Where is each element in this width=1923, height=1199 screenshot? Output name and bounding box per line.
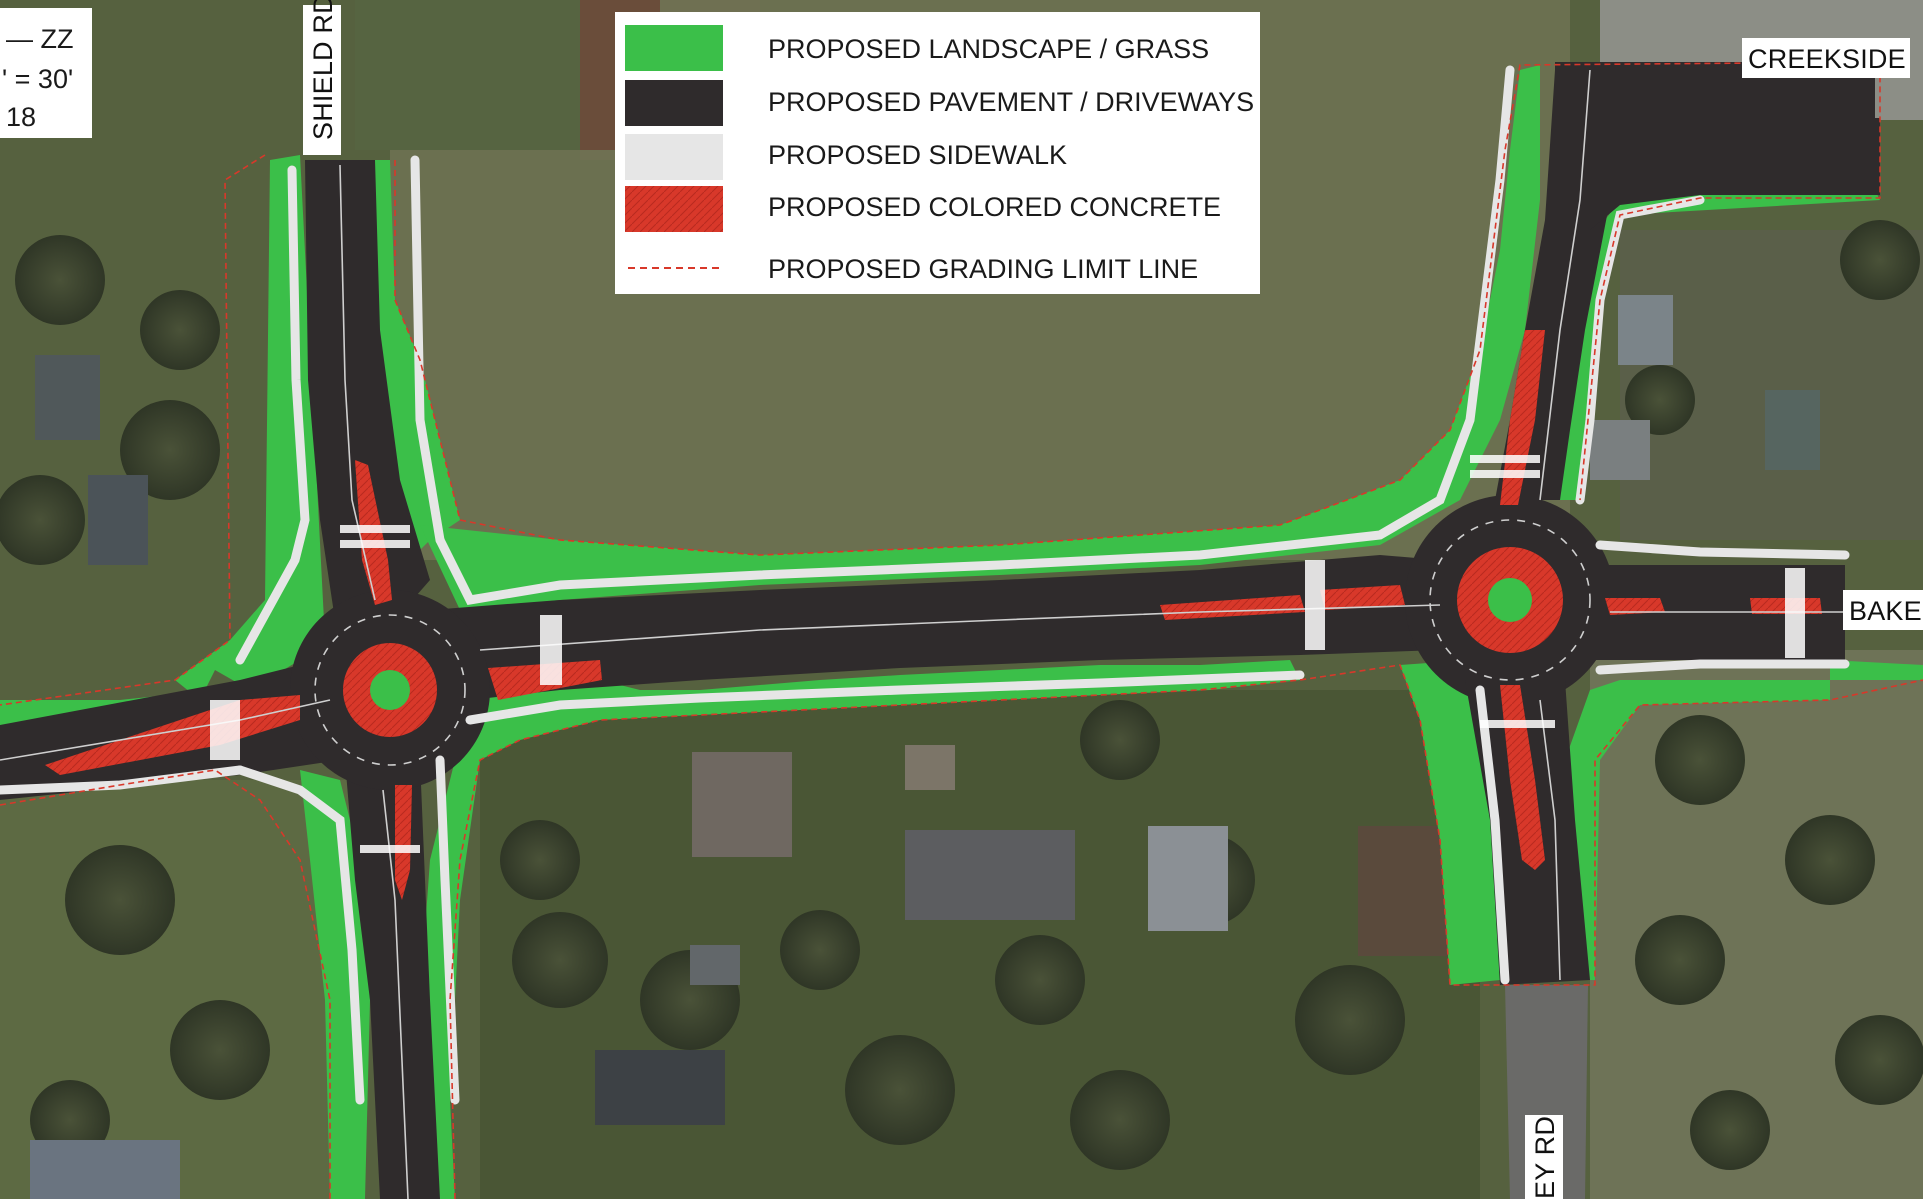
street-label-baker: BAKER bbox=[1843, 590, 1923, 630]
street-label-ey-rd: EY RD bbox=[1525, 1115, 1563, 1199]
north-arrow-scale-text: — ZZ bbox=[6, 24, 74, 54]
scale-ratio-text: ' = 30' bbox=[2, 64, 73, 94]
legend-swatch-sidewalk bbox=[625, 134, 723, 180]
street-label-ey-rd-bg bbox=[1525, 1115, 1563, 1199]
legend-label-sidewalk: PROPOSED SIDEWALK bbox=[768, 140, 1067, 170]
legend-swatch-colored-concrete bbox=[625, 186, 723, 232]
street-label-shield-rd: SHIELD RD bbox=[303, 0, 341, 155]
grading-limit-line bbox=[0, 61, 1923, 1199]
legend-label-colored-concrete: PROPOSED COLORED CONCRETE bbox=[768, 192, 1221, 222]
street-label-creekside: CREEKSIDE bbox=[1742, 38, 1910, 78]
scale-date-text: 18 bbox=[6, 102, 36, 132]
street-label-shield-rd-bg bbox=[303, 5, 341, 155]
street-label-creekside-text: CREEKSIDE bbox=[1748, 44, 1906, 74]
street-label-shield-rd-text: SHIELD RD bbox=[308, 0, 338, 140]
crosswalks bbox=[210, 455, 1805, 853]
legend-swatch-grass bbox=[625, 25, 723, 71]
roundabout-centers bbox=[370, 578, 1532, 710]
legend-label-grass: PROPOSED LANDSCAPE / GRASS bbox=[768, 34, 1209, 64]
legend-swatch-pavement bbox=[625, 80, 723, 126]
street-label-baker-text: BAKER bbox=[1849, 596, 1923, 626]
legend: PROPOSED LANDSCAPE / GRASS PROPOSED PAVE… bbox=[615, 12, 1260, 294]
legend-label-pavement: PROPOSED PAVEMENT / DRIVEWAYS bbox=[768, 87, 1254, 117]
scale-box: — ZZ ' = 30' 18 bbox=[0, 8, 92, 138]
legend-label-grading-line: PROPOSED GRADING LIMIT LINE bbox=[768, 254, 1198, 284]
street-label-baker-bg bbox=[1843, 590, 1923, 630]
street-label-creekside-bg bbox=[1742, 38, 1910, 78]
proposed-sidewalk bbox=[0, 65, 1850, 1105]
street-label-ey-rd-text: EY RD bbox=[1530, 1116, 1560, 1199]
scale-box-panel bbox=[0, 8, 92, 138]
